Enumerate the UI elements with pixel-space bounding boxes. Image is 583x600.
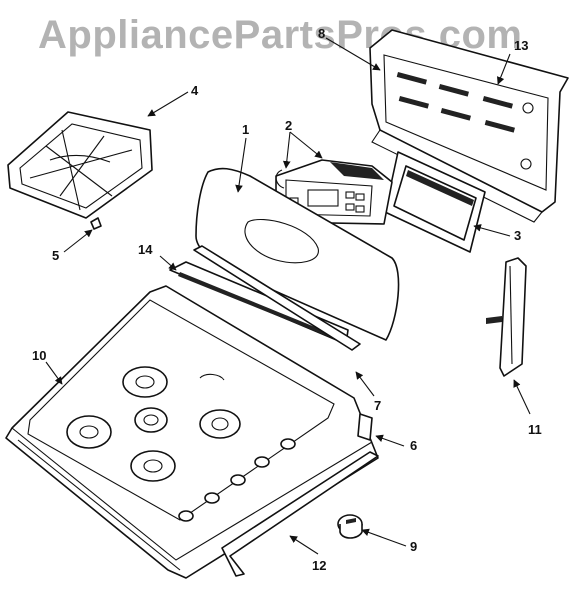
part-9-knob (337, 514, 363, 539)
part-7-lower-trim (193, 245, 361, 351)
callout-8: 8 (318, 26, 325, 41)
callout-9: 9 (410, 539, 417, 554)
burner-front-right (130, 450, 176, 482)
burner-front-left (66, 415, 112, 449)
part-6-bracket (357, 413, 373, 441)
callout-7: 7 (374, 398, 381, 413)
part-10-cooktop (5, 285, 379, 579)
callout-labels: 4 1 2 3 5 14 13 8 7 10 11 6 9 12 (32, 26, 542, 573)
callout-10: 10 (32, 348, 46, 363)
part-5-grate-foot (90, 217, 102, 230)
callout-11: 11 (528, 422, 542, 437)
callout-3: 3 (514, 228, 521, 243)
callout-12: 12 (312, 558, 326, 573)
part-11-side-bracket (486, 257, 527, 377)
burner-center (134, 407, 168, 433)
callout-5: 5 (52, 248, 59, 263)
callout-13: 13 (514, 38, 528, 53)
part-13-back-panel (369, 29, 569, 223)
part-14-trim-strip (169, 261, 349, 345)
control-knob-row (178, 438, 296, 522)
part-4-burner-grate (7, 111, 153, 219)
callout-1: 1 (242, 122, 249, 137)
callout-4: 4 (191, 83, 199, 98)
burner-rear-left (122, 366, 168, 398)
part-12-front-rail (221, 451, 379, 577)
callout-6: 6 (410, 438, 417, 453)
callout-14: 14 (138, 242, 153, 257)
part-3-display-frame (384, 151, 486, 253)
callout-2: 2 (285, 118, 292, 133)
burner-rear-right (199, 409, 241, 439)
leader-lines (45, 37, 531, 555)
